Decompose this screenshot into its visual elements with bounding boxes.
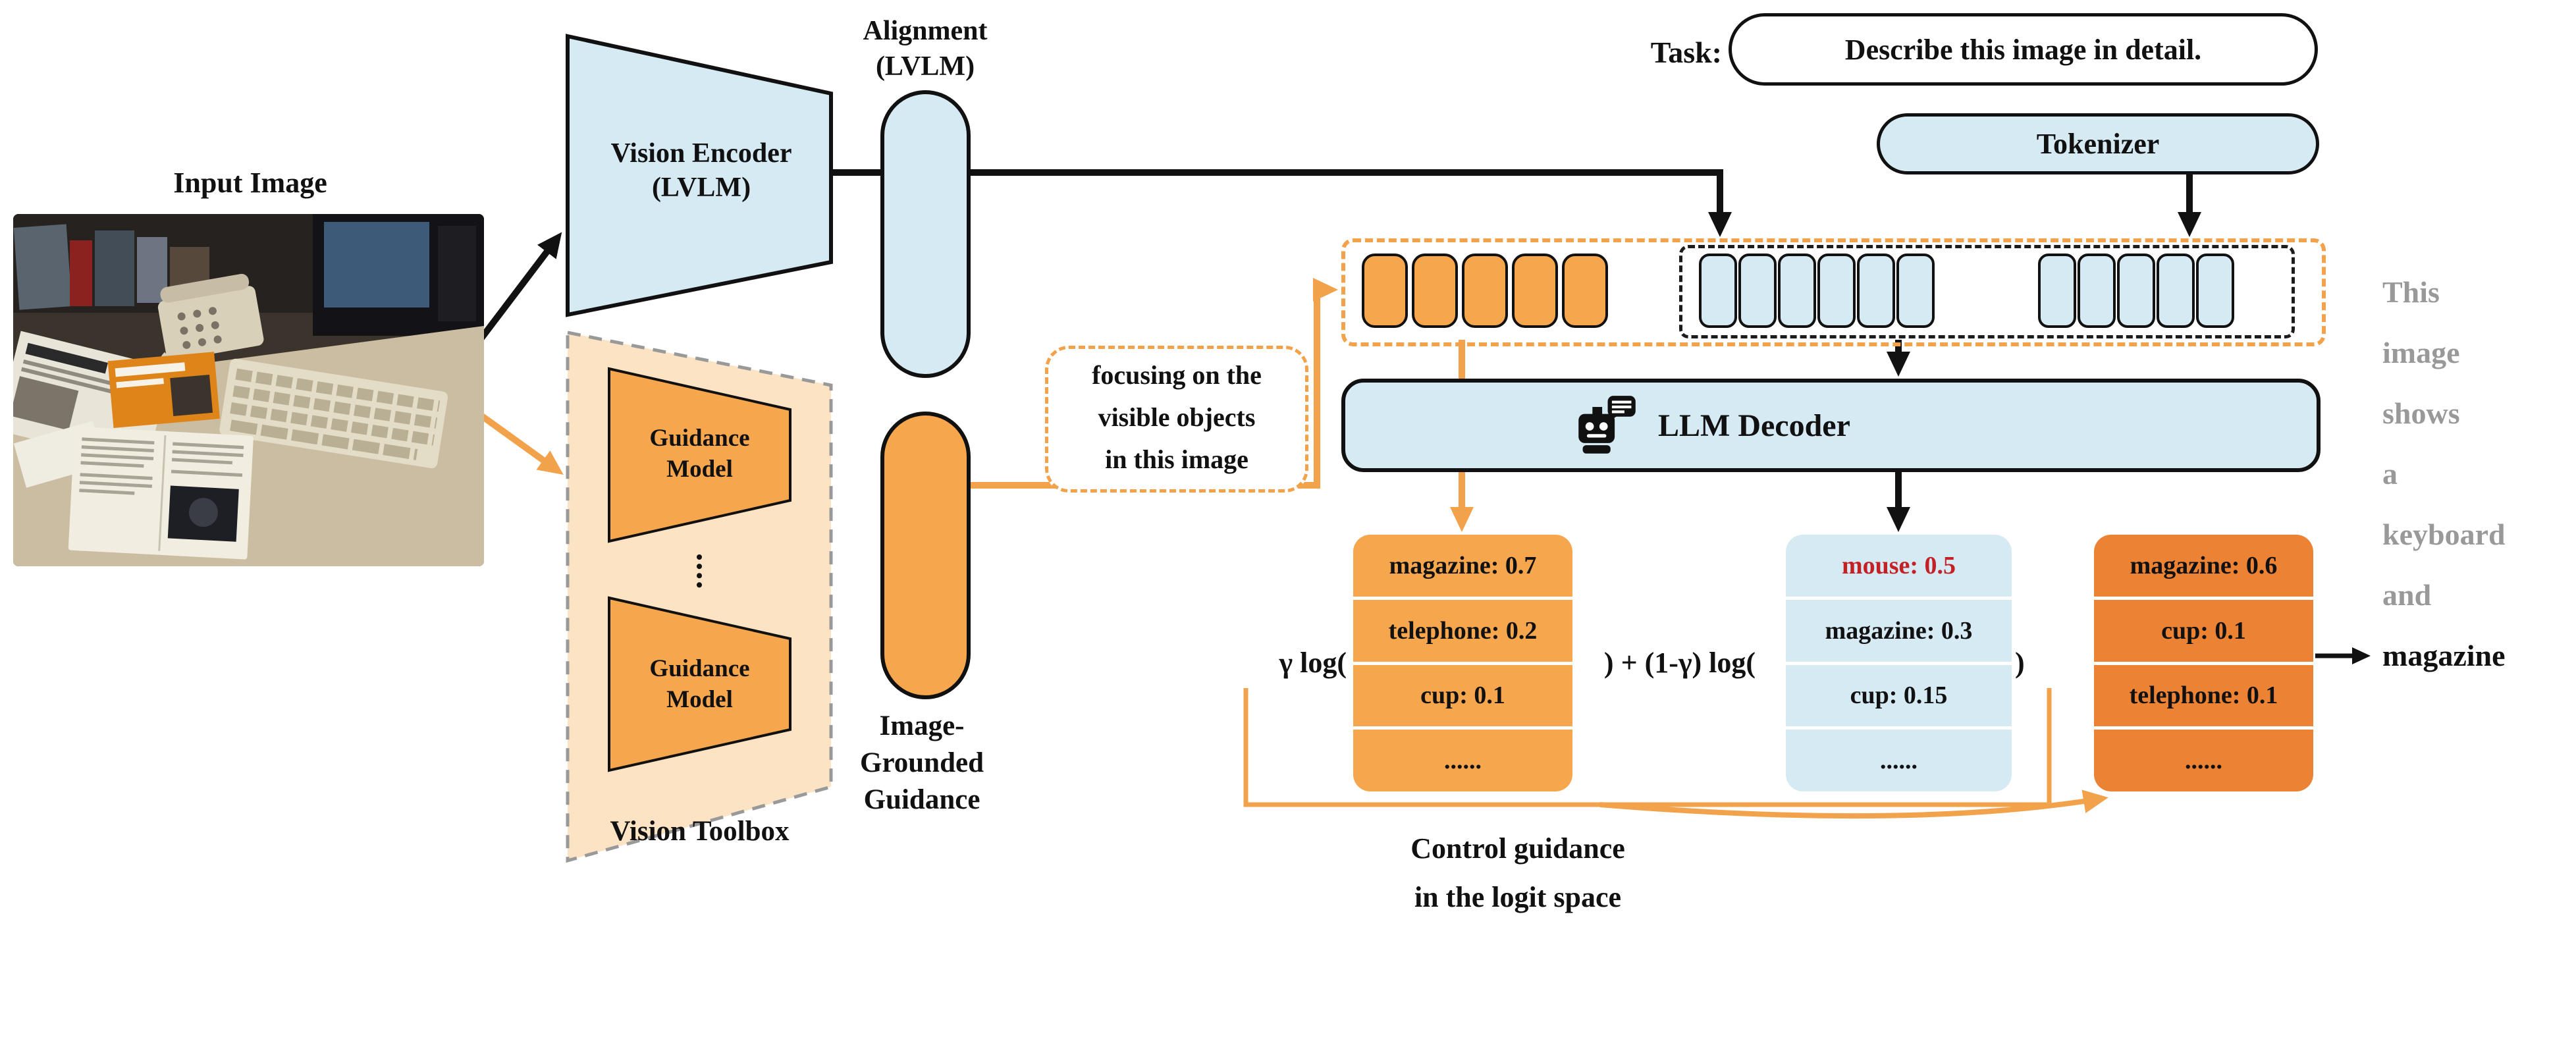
token-row-outer-box (1341, 238, 2326, 346)
input-image-photo (13, 214, 484, 566)
guidance-model-1-line2: Model (666, 456, 733, 483)
text-token (2038, 254, 2076, 328)
focusing-line1: focusing on the (1092, 360, 1262, 390)
decoder-logit-row: cup: 0.15 (1786, 665, 2012, 730)
guidance-logit-row: telephone: 0.2 (1353, 600, 1572, 665)
llm-decoder-label: LLM Decoder (1658, 408, 1850, 443)
guidance-token (1512, 254, 1558, 328)
alignment-label-line2: (LVLM) (875, 51, 975, 82)
alignment-module (880, 90, 971, 378)
vision-encoder-label: Vision Encoder (LVLM) (579, 136, 823, 205)
text-token (2157, 254, 2195, 328)
guidance-model-2-line2: Model (666, 686, 733, 713)
alignment-label: Alignment (LVLM) (817, 13, 1034, 84)
control-guidance-line1: Control guidance (1410, 832, 1625, 865)
vision-toolbox-label: Vision Toolbox (610, 816, 790, 847)
guidance-model-1-label: Guidance Model (609, 423, 790, 485)
focusing-line3: in this image (1105, 444, 1248, 474)
task-prompt-text: Describe this image in detail. (1844, 33, 2202, 66)
text-token (1817, 254, 1856, 328)
formula-left: γ log( (1279, 647, 1347, 679)
guidance-logit-row: magazine: 0.7 (1353, 535, 1572, 600)
generated-output-text: This image shows a keyboard and magazine (2382, 262, 2573, 686)
text-token (1778, 254, 1816, 328)
guidance-model-2-label: Guidance Model (609, 653, 790, 715)
guidance-logits-box: magazine: 0.7 telephone: 0.2 cup: 0.1 ..… (1353, 535, 1572, 791)
guidance-model-2-line1: Guidance (649, 655, 750, 682)
arrow-bracket-to-combined (1599, 789, 2108, 819)
input-image-label: Input Image (173, 167, 327, 199)
tokenizer-label: Tokenizer (2036, 128, 2160, 160)
text-token-box (1679, 245, 2295, 338)
image-grounded-line2: Grounded (860, 747, 984, 778)
combined-logits-box: magazine: 0.6 cup: 0.1 telephone: 0.1 ..… (2094, 535, 2313, 791)
formula-right: ) (2015, 647, 2025, 679)
image-grounded-line1: Image- (879, 710, 965, 741)
image-grounded-line3: Guidance (863, 784, 980, 815)
arrow-alignment-to-tokens (831, 169, 1732, 237)
guidance-token (1562, 254, 1608, 328)
output-word: image (2382, 336, 2460, 369)
decoder-logit-row: ...... (1880, 747, 1918, 775)
guidance-bracket (1243, 688, 2052, 807)
control-guidance-caption: Control guidance in the logit space (1337, 824, 1699, 922)
output-final-word: magazine (2382, 639, 2506, 672)
image-grounded-guidance-label: Image- Grounded Guidance (797, 708, 1047, 818)
guidance-token (1462, 254, 1508, 328)
task-prefix-label: Task: (1650, 36, 1722, 69)
text-token (1738, 254, 1777, 328)
combined-logit-row: magazine: 0.6 (2094, 535, 2313, 600)
combined-logit-row: ...... (2185, 747, 2222, 775)
focusing-note: focusing on the visible objects in this … (1045, 346, 1308, 493)
guidance-logit-row: cup: 0.1 (1353, 665, 1572, 730)
image-grounded-guidance-module (880, 412, 971, 699)
output-word: a (2382, 457, 2398, 491)
guidance-model-2-shape (608, 596, 792, 772)
formula-middle: ) + (1-γ) log( (1603, 647, 1756, 679)
output-word: and (2382, 578, 2432, 612)
tokenizer-box: Tokenizer (1877, 113, 2319, 174)
arrow-image-to-encoder (478, 232, 562, 342)
text-token (1896, 254, 1935, 328)
combined-logit-row: cup: 0.1 (2094, 600, 2313, 665)
alignment-label-line1: Alignment (863, 16, 988, 46)
vision-encoder-shape (566, 34, 833, 317)
control-guidance-line2: in the logit space (1414, 881, 1622, 913)
llm-decoder-icon (1578, 396, 1636, 454)
output-word: This (2382, 275, 2440, 309)
text-token (1699, 254, 1737, 328)
text-token (2078, 254, 2116, 328)
guidance-model-1-line1: Guidance (649, 425, 750, 452)
task-prompt-box: Describe this image in detail. (1729, 13, 2318, 86)
decoder-logits-box: mouse: 0.5 magazine: 0.3 cup: 0.15 .....… (1786, 535, 2012, 791)
guidance-logit-row: ...... (1444, 747, 1482, 775)
decoder-logit-row: magazine: 0.3 (1786, 600, 2012, 665)
vision-encoder-label-line1: Vision Encoder (610, 138, 792, 169)
decoder-logit-row-highlight: mouse: 0.5 (1786, 535, 2012, 600)
guidance-model-1-shape (608, 367, 792, 543)
output-word: shows (2382, 396, 2460, 430)
guidance-token (1362, 254, 1408, 328)
vision-encoder-label-line2: (LVLM) (651, 173, 751, 203)
guidance-token (1412, 254, 1458, 328)
focusing-line2: visible objects (1098, 402, 1256, 432)
arrow-image-to-toolbox (480, 413, 564, 475)
llm-decoder-box: LLM Decoder (1341, 379, 2321, 472)
text-token (2117, 254, 2155, 328)
text-token (1857, 254, 1895, 328)
input-image-illustration (13, 214, 484, 566)
combined-logit-row: telephone: 0.1 (2094, 665, 2313, 730)
text-token (2196, 254, 2234, 328)
output-word: keyboard (2382, 518, 2506, 551)
llm-decoder-content: LLM Decoder (1576, 383, 1850, 468)
